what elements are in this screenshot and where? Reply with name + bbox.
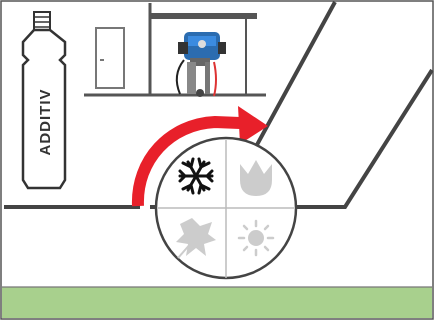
bottle-label: ADDITIV (37, 89, 54, 156)
sun-icon (239, 221, 273, 255)
grass-strip (2, 287, 432, 318)
season-disc (156, 138, 296, 278)
